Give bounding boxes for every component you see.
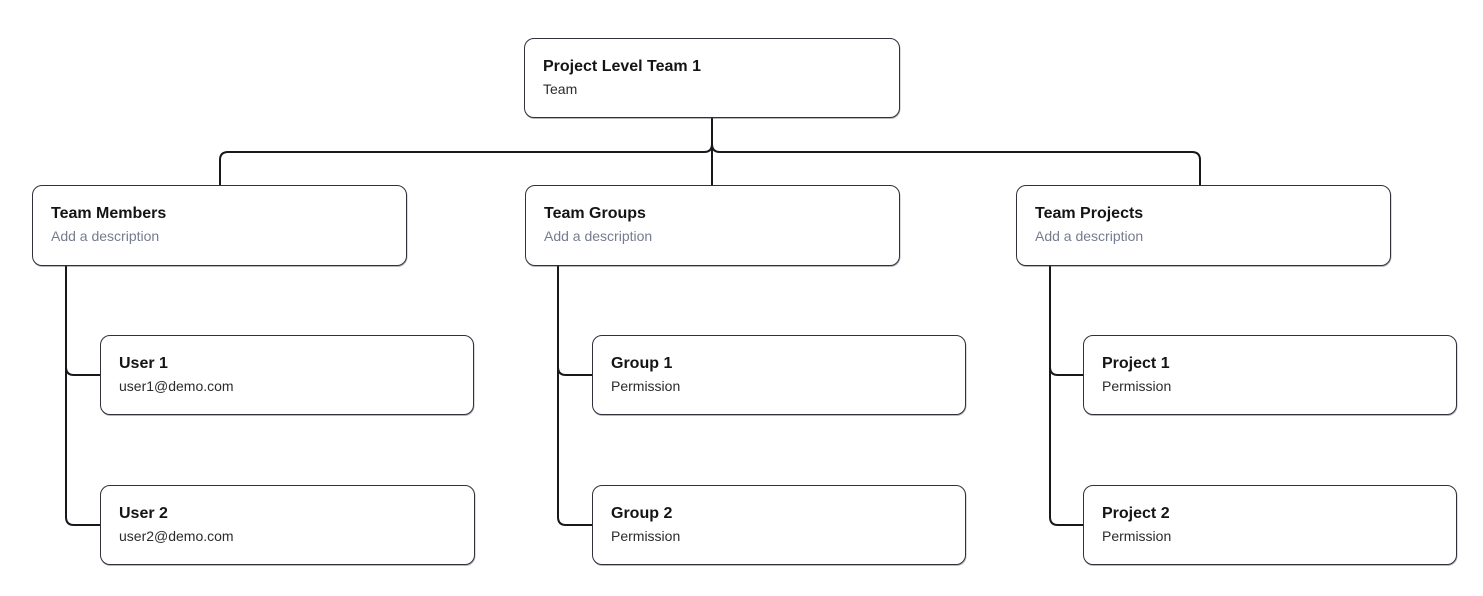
node-user-2[interactable]: User 2 user2@demo.com	[100, 485, 475, 565]
node-user-1[interactable]: User 1 user1@demo.com	[100, 335, 474, 415]
node-title: Team Groups	[544, 205, 646, 222]
node-title: Team Members	[51, 205, 167, 222]
connector-team-projects-to-project-2	[1049, 266, 1084, 526]
node-subtitle: Permission	[611, 528, 681, 544]
connector-root-to-team-projects	[711, 118, 1201, 186]
node-title: Group 2	[611, 505, 673, 522]
node-description-placeholder: Add a description	[544, 228, 653, 244]
node-subtitle: Team	[543, 81, 578, 97]
node-title: Project 1	[1102, 355, 1170, 372]
node-group-1[interactable]: Group 1 Permission	[592, 335, 966, 415]
node-title: User 2	[119, 505, 168, 522]
node-group-2[interactable]: Group 2 Permission	[592, 485, 966, 565]
node-project-level-team[interactable]: Project Level Team 1 Team	[524, 38, 900, 118]
connector-team-members-to-user-2	[65, 266, 100, 526]
node-description-placeholder: Add a description	[1035, 228, 1144, 244]
node-project-2[interactable]: Project 2 Permission	[1083, 485, 1457, 565]
connector-root-to-team-members	[219, 118, 713, 186]
node-subtitle: Permission	[611, 378, 681, 394]
node-title: User 1	[119, 355, 168, 372]
node-subtitle: user1@demo.com	[119, 378, 234, 394]
connector-team-groups-to-group-2	[557, 266, 592, 526]
node-title: Team Projects	[1035, 205, 1144, 222]
node-subtitle: Permission	[1102, 378, 1172, 394]
node-project-1[interactable]: Project 1 Permission	[1083, 335, 1457, 415]
node-team-groups[interactable]: Team Groups Add a description	[525, 185, 900, 266]
node-subtitle: user2@demo.com	[119, 528, 234, 544]
node-title: Project 2	[1102, 505, 1170, 522]
node-title: Project Level Team 1	[543, 58, 701, 75]
node-subtitle: Permission	[1102, 528, 1172, 544]
node-team-projects[interactable]: Team Projects Add a description	[1016, 185, 1391, 266]
connector-team-groups-to-group-1	[557, 266, 592, 376]
connector-team-projects-to-project-1	[1049, 266, 1084, 376]
node-description-placeholder: Add a description	[51, 228, 160, 244]
node-team-members[interactable]: Team Members Add a description	[32, 185, 407, 266]
connector-team-members-to-user-1	[65, 266, 100, 376]
node-title: Group 1	[611, 355, 673, 372]
